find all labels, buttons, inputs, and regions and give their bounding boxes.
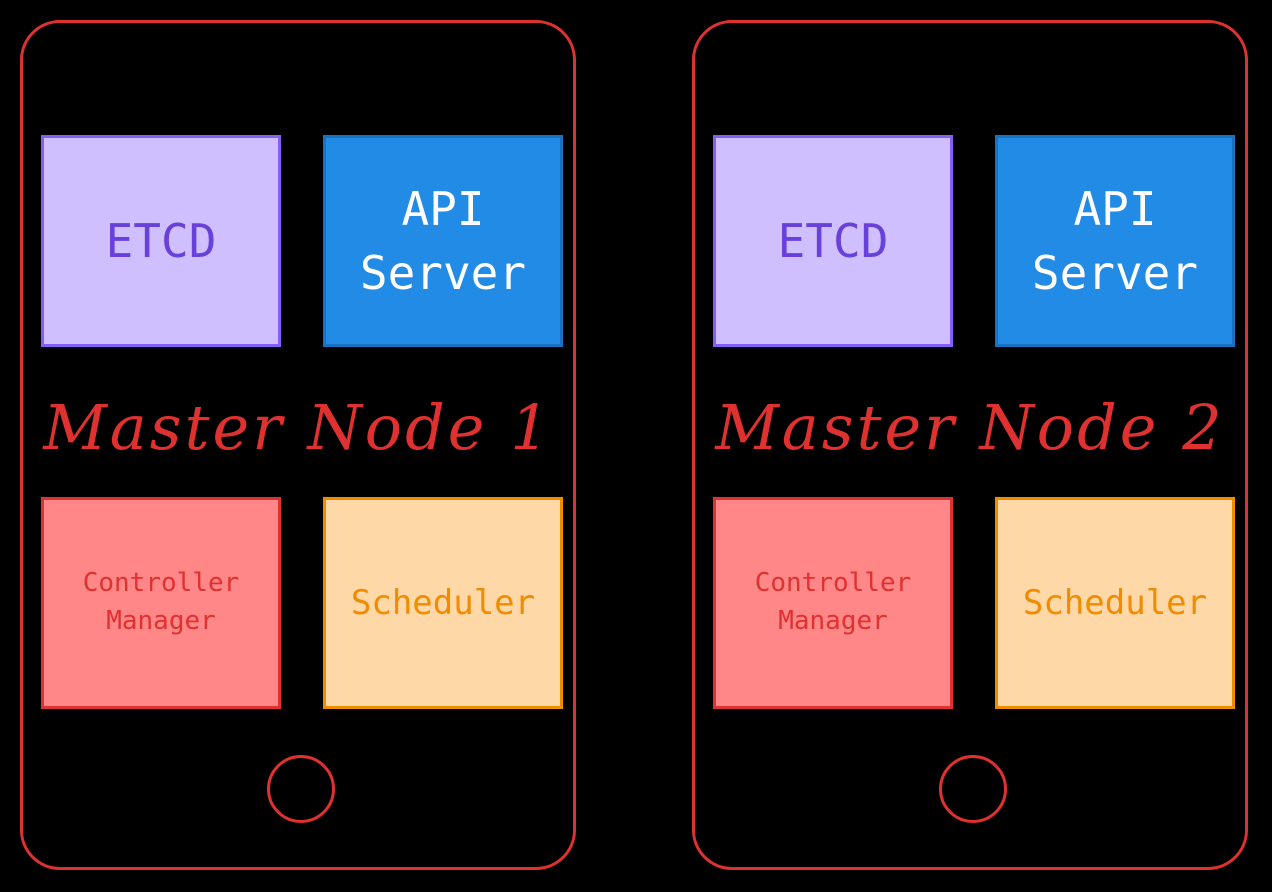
etcd-box: ETCD	[713, 135, 953, 347]
etcd-box: ETCD	[41, 135, 281, 347]
home-button-icon	[939, 755, 1007, 823]
scheduler-label: Scheduler	[350, 583, 536, 623]
api-server-label: API Server	[1031, 181, 1199, 300]
scheduler-box: Scheduler	[323, 497, 563, 709]
node-title: Master Node 2	[715, 391, 1225, 464]
master-node-2: ETCD API Server Master Node 2 Controller…	[692, 20, 1248, 870]
node-title: Master Node 1	[43, 391, 553, 464]
api-server-label: API Server	[359, 181, 527, 300]
etcd-label: ETCD	[105, 214, 217, 268]
controller-manager-box: Controller Manager	[713, 497, 953, 709]
controller-manager-label: Controller Manager	[82, 568, 240, 636]
scheduler-box: Scheduler	[995, 497, 1235, 709]
api-server-box: API Server	[995, 135, 1235, 347]
controller-manager-box: Controller Manager	[41, 497, 281, 709]
etcd-label: ETCD	[777, 214, 889, 268]
api-server-box: API Server	[323, 135, 563, 347]
controller-manager-label: Controller Manager	[754, 568, 912, 636]
master-node-1: ETCD API Server Master Node 1 Controller…	[20, 20, 576, 870]
scheduler-label: Scheduler	[1022, 583, 1208, 623]
home-button-icon	[267, 755, 335, 823]
